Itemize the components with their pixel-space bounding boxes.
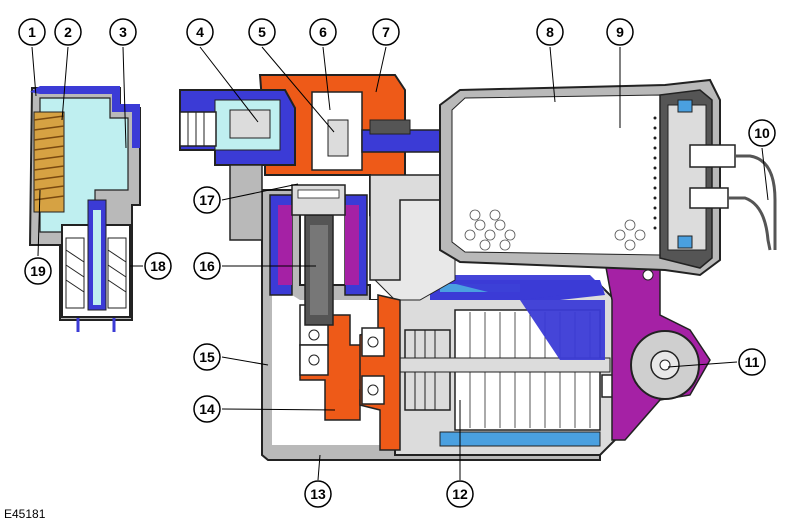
- callout-1: 1: [18, 18, 46, 46]
- callout-8: 8: [536, 18, 564, 46]
- callout-9: 9: [606, 18, 634, 46]
- outlet-pipe-upper: [735, 154, 777, 250]
- callout-12: 12: [446, 480, 474, 508]
- connector-pins: [187, 112, 205, 146]
- piston-seal: [297, 189, 340, 199]
- svg-text:12: 12: [452, 486, 468, 502]
- svg-text:7: 7: [382, 24, 390, 40]
- outlet-pipe-lower: [728, 196, 772, 251]
- svg-text:6: 6: [319, 24, 327, 40]
- solenoid-coil-left: [65, 237, 85, 309]
- perforations: [653, 116, 657, 230]
- desiccant-beads: [464, 209, 646, 251]
- callout-10: 10: [748, 119, 776, 147]
- motor-cover: [420, 275, 605, 360]
- leader-lines: [31, 46, 769, 481]
- svg-text:3: 3: [119, 24, 127, 40]
- filter-coils: [33, 115, 65, 201]
- svg-text:19: 19: [30, 263, 46, 279]
- svg-text:1: 1: [28, 24, 36, 40]
- end-cap-seal-bottom: [677, 235, 693, 249]
- svg-text:16: 16: [199, 258, 215, 274]
- svg-text:9: 9: [616, 24, 624, 40]
- plunger-core: [93, 210, 101, 305]
- figure-reference: E45181: [4, 507, 46, 521]
- end-cap-bore: [667, 104, 707, 251]
- callout-5: 5: [248, 18, 276, 46]
- callout-18: 18: [144, 252, 172, 280]
- isolator-bolt: [659, 359, 671, 371]
- svg-text:11: 11: [745, 354, 760, 370]
- callout-4: 4: [186, 18, 214, 46]
- piston: [291, 184, 346, 216]
- svg-text:5: 5: [258, 24, 266, 40]
- cylinder-liner-right: [345, 205, 359, 285]
- callout-17: 17: [193, 186, 221, 214]
- valve-cap: [30, 86, 140, 148]
- callout-3: 3: [109, 18, 137, 46]
- callout-13: 13: [304, 480, 332, 508]
- dryer-interior: [451, 94, 661, 256]
- outlet-pipe-fitting: [369, 119, 411, 135]
- svg-text:17: 17: [199, 192, 215, 208]
- callout-16: 16: [193, 252, 221, 280]
- solenoid-valve-inset: [28, 86, 141, 332]
- end-cap-seal-top: [677, 99, 693, 113]
- inlet-connector: [179, 111, 217, 147]
- svg-text:13: 13: [310, 486, 326, 502]
- rod-web: [310, 225, 328, 315]
- coil-windings: [65, 249, 127, 293]
- svg-text:8: 8: [546, 24, 554, 40]
- svg-text:2: 2: [64, 24, 72, 40]
- callout-7: 7: [372, 18, 400, 46]
- head-bracket: [229, 164, 263, 241]
- svg-text:18: 18: [150, 258, 166, 274]
- callout-6: 6: [309, 18, 337, 46]
- mount-hole: [642, 269, 654, 281]
- callout-19: 19: [24, 257, 52, 285]
- callout-2: 2: [54, 18, 82, 46]
- inlet-plunger: [229, 109, 271, 139]
- pipe-fitting-upper: [689, 144, 736, 168]
- stator-bottom: [439, 431, 601, 447]
- callout-14: 14: [193, 395, 221, 423]
- delivery-valve: [327, 119, 349, 157]
- svg-text:10: 10: [754, 125, 770, 141]
- callout-15: 15: [193, 343, 221, 371]
- cylinder-liner-left: [278, 205, 292, 285]
- svg-text:14: 14: [199, 401, 215, 417]
- solenoid-coil-right: [107, 237, 127, 309]
- svg-text:15: 15: [199, 349, 215, 365]
- svg-text:4: 4: [196, 24, 204, 40]
- pipe-fitting-lower: [689, 187, 729, 209]
- callout-11: 11: [738, 348, 766, 376]
